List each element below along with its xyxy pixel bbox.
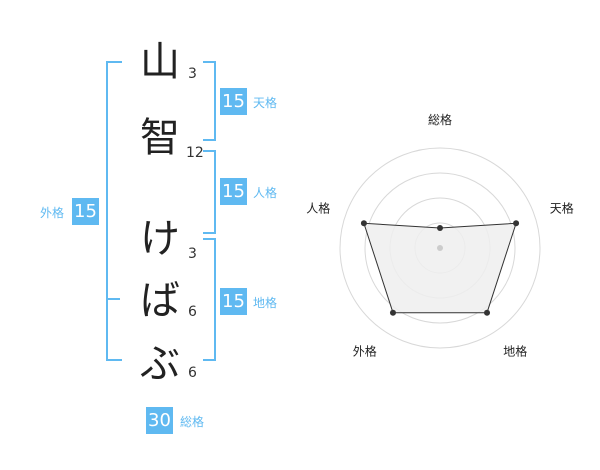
radar-point-5 <box>360 220 367 227</box>
gaikaku-label: 外格 <box>40 206 65 220</box>
gaikaku-divider <box>106 298 120 300</box>
radar-axis-label-2: 天格 <box>550 200 574 215</box>
name-char-1: 山 <box>140 39 180 85</box>
stroke-count-4: 6 <box>188 304 197 320</box>
stroke-count-3: 3 <box>188 246 197 262</box>
chikaku-bracket <box>203 238 216 361</box>
chikaku-label: 地格 <box>253 296 278 310</box>
soukaku-label: 総格 <box>180 415 205 429</box>
jinkaku-value-badge: 15 <box>220 178 247 205</box>
chikaku-value-badge: 15 <box>220 288 247 315</box>
name-char-3: け <box>140 216 180 262</box>
radar-point-3 <box>484 309 491 316</box>
stroke-count-5: 6 <box>188 365 197 381</box>
tenkaku-bracket <box>203 61 216 141</box>
radar-ring-4 <box>339 147 541 349</box>
radar-axis-label-1: 総格 <box>428 112 452 127</box>
soukaku-value-badge: 30 <box>146 407 173 434</box>
jinkaku-bracket <box>203 150 216 234</box>
radar-polygon <box>363 222 517 314</box>
radar-point-2 <box>513 220 520 227</box>
gaikaku-bracket <box>106 61 122 361</box>
tenkaku-value-badge: 15 <box>220 88 247 115</box>
stroke-count-2: 12 <box>186 145 204 161</box>
gaikaku-value-badge: 15 <box>72 198 99 225</box>
radar-center-dot <box>437 245 443 251</box>
stroke-count-1: 3 <box>188 66 197 82</box>
name-char-2: 智 <box>140 115 180 161</box>
radar-ring-3 <box>364 172 516 324</box>
radar-axis-label-4: 外格 <box>353 344 377 359</box>
name-char-5: ぶ <box>140 341 180 387</box>
radar-point-4 <box>389 309 396 316</box>
name-char-4: ば <box>140 278 180 324</box>
radar-axis-label-5: 人格 <box>306 200 330 215</box>
tenkaku-label: 天格 <box>253 96 278 110</box>
radar-axis-label-3: 地格 <box>503 344 527 359</box>
jinkaku-label: 人格 <box>253 186 278 200</box>
radar-point-1 <box>437 225 443 231</box>
